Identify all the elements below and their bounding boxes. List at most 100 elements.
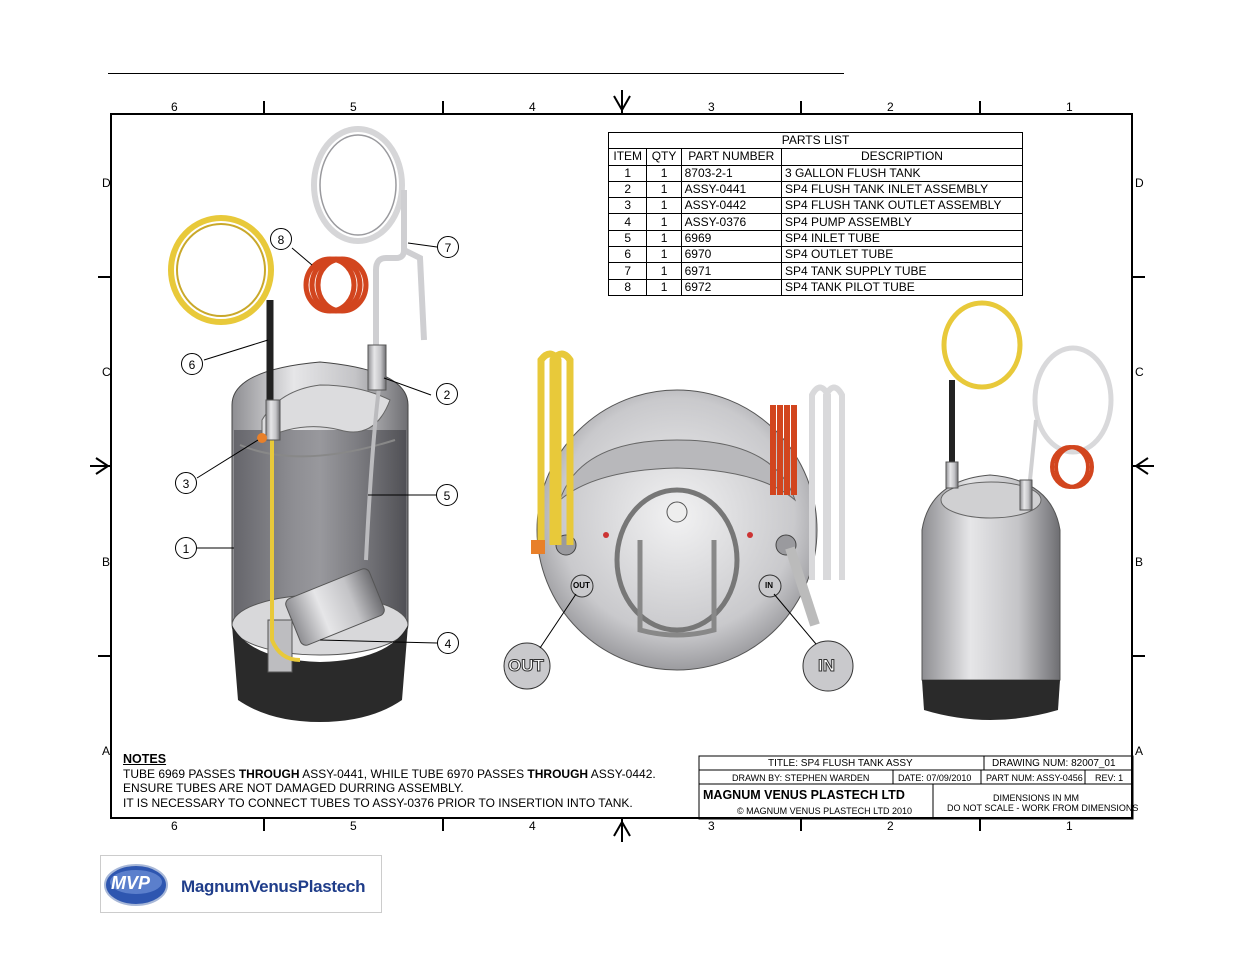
zone-col-5-bottom: 5	[350, 819, 357, 833]
logo-wordmark: MagnumVenusPlastech	[181, 877, 366, 896]
balloon-2: 2	[436, 383, 458, 405]
cell-qty: 1	[646, 213, 682, 231]
copyright: © MAGNUM VENUS PLASTECH LTD 2010	[737, 806, 913, 816]
logo-globe-icon	[104, 864, 168, 906]
zone-row-b-right: B	[1135, 555, 1144, 569]
zone-col-1-top: 1	[1066, 100, 1073, 114]
note-1-emph-1: THROUGH	[238, 766, 300, 781]
zone-col-5-top: 5	[350, 100, 357, 114]
note-line-2: ENSURE TUBES ARE NOT DAMAGED DURRING ASS…	[123, 781, 464, 795]
drawing-border	[110, 113, 1133, 819]
cell-qty: 1	[646, 278, 682, 296]
zone-row-b-left: B	[102, 555, 111, 569]
cell-description: SP4 PUMP ASSEMBLY	[780, 213, 1024, 231]
drawing-title: TITLE: SP4 FLUSH TANK ASSY	[768, 758, 913, 769]
zone-row-c-right: C	[1135, 365, 1144, 379]
left-view-tank	[168, 126, 438, 722]
zone-col-6-top: 6	[171, 100, 178, 114]
parts-list-title: PARTS LIST	[608, 131, 1023, 150]
balloon-4: 4	[437, 632, 459, 654]
note-1-part-a: TUBE 6969 PASSES	[123, 766, 239, 781]
border-ticks	[98, 101, 1145, 831]
balloon-5: 5	[436, 484, 458, 506]
part-number: PART NUM: ASSY-0456	[986, 773, 1083, 783]
balloon-7: 7	[437, 236, 459, 258]
zone-col-4-bottom: 4	[529, 819, 536, 833]
zone-row-d-left: D	[102, 176, 111, 190]
cell-description: SP4 TANK PILOT TUBE	[780, 278, 1024, 296]
cell-part-number: ASSY-0442	[680, 197, 782, 215]
cell-qty: 1	[646, 229, 682, 248]
cell-description: SP4 INLET TUBE	[780, 229, 1024, 248]
col-part-number: PART NUMBER	[680, 148, 782, 166]
zone-col-2-top: 2	[887, 100, 894, 114]
notes-block: NOTES TUBE 6969 PASSES THROUGH ASSY-0441…	[123, 752, 656, 810]
cell-description: SP4 FLUSH TANK OUTLET ASSEMBLY	[780, 197, 1024, 215]
cell-part-number: 6969	[680, 229, 782, 248]
drawing-date: DATE: 07/09/2010	[898, 773, 972, 783]
note-1-emph-2: THROUGH	[527, 766, 589, 781]
dimensions-note: DIMENSIONS IN MM	[993, 793, 1080, 803]
drawing-number: DRAWING NUM: 82007_01	[992, 758, 1116, 769]
balloon-1: 1	[175, 537, 197, 559]
company-logo: MVP MagnumVenusPlastech	[100, 855, 382, 913]
cell-item: 2	[607, 180, 648, 199]
cell-qty: 1	[646, 197, 682, 215]
note-1-part-e: ASSY-0442.	[588, 766, 656, 781]
zone-col-2-bottom: 2	[887, 819, 894, 833]
right-view-tank	[921, 300, 1114, 720]
cell-part-number: 6970	[680, 246, 782, 264]
cell-item: 6	[607, 246, 648, 264]
zone-col-3-top: 3	[708, 100, 715, 114]
out-port-label-large: OUT	[508, 656, 545, 676]
zone-row-d-right: D	[1135, 176, 1144, 190]
cell-part-number: ASSY-0441	[680, 180, 782, 199]
in-port-label-large: IN	[818, 656, 836, 676]
cell-part-number: 6972	[680, 278, 782, 296]
cell-qty: 1	[646, 180, 682, 199]
col-description: DESCRIPTION	[780, 148, 1024, 166]
title-block-grid	[698, 755, 1134, 820]
zone-col-4-top: 4	[529, 100, 536, 114]
note-line-3: IT IS NECESSARY TO CONNECT TUBES TO ASSY…	[123, 795, 633, 810]
cell-item: 3	[607, 197, 648, 215]
balloon-8: 8	[270, 228, 292, 250]
out-port-label-small: OUT	[573, 581, 590, 590]
middle-view-tank-top	[503, 350, 854, 692]
cell-item: 7	[607, 262, 648, 280]
header-rule	[108, 73, 844, 74]
zone-row-a-left: A	[102, 744, 111, 758]
scale-note: DO NOT SCALE - WORK FROM DIMENSIONS	[947, 803, 1139, 813]
zone-row-a-right: A	[1135, 744, 1144, 758]
revision: REV: 1	[1095, 773, 1124, 783]
in-port-label-small: IN	[765, 581, 773, 590]
cell-description: SP4 OUTLET TUBE	[780, 246, 1024, 264]
balloon-6: 6	[181, 353, 203, 375]
parts-list-table: PARTS LIST ITEM QTY PART NUMBER DESCRIPT…	[607, 131, 1024, 296]
zone-col-3-bottom: 3	[708, 819, 715, 833]
cell-part-number: ASSY-0376	[680, 213, 782, 231]
cell-item: 8	[607, 278, 648, 296]
notes-heading: NOTES	[123, 752, 167, 766]
zone-col-6-bottom: 6	[171, 819, 178, 833]
cell-description: SP4 FLUSH TANK INLET ASSEMBLY	[780, 180, 1024, 199]
cell-part-number: 6971	[680, 262, 782, 280]
logo-mark: MVP	[111, 873, 151, 893]
cell-description: 3 GALLON FLUSH TANK	[780, 164, 1024, 182]
note-line-1: TUBE 6969 PASSES THROUGH ASSY-0441, WHIL…	[123, 767, 656, 782]
cell-qty: 1	[646, 246, 682, 264]
col-item: ITEM	[607, 148, 648, 166]
cell-item: 4	[607, 213, 648, 231]
cell-item: 5	[607, 229, 648, 248]
cell-item: 1	[607, 164, 648, 182]
cell-qty: 1	[646, 164, 682, 182]
